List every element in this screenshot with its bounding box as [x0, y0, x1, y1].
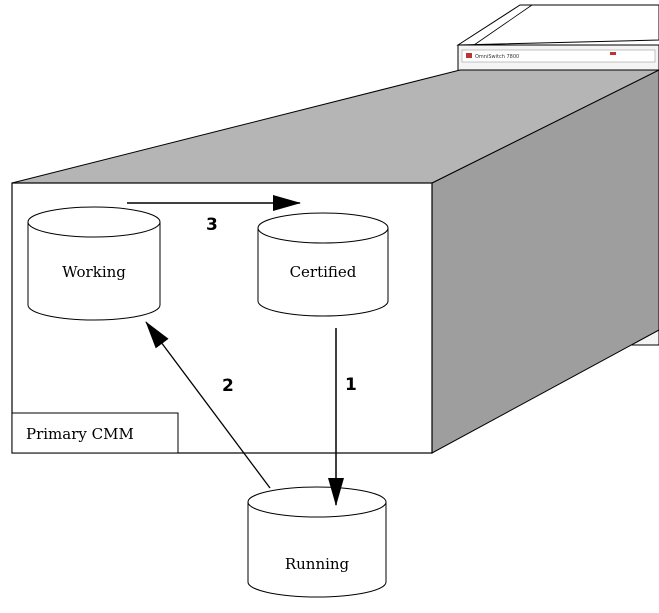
running-database-icon: Running: [247, 486, 387, 598]
arrow-step-2: [145, 321, 271, 489]
chassis-header: [461, 49, 656, 63]
certified-database-icon: Certified: [257, 212, 389, 317]
step-2-number: 2: [222, 376, 234, 396]
zoom-projection: [11, 69, 659, 454]
primary-cmm-label: Primary CMM: [26, 425, 134, 443]
running-label: Running: [285, 555, 350, 573]
chassis-top: [456, 4, 659, 46]
step-3-number: 3: [206, 215, 218, 235]
working-label: Working: [62, 263, 126, 281]
step-1-number: 1: [345, 375, 357, 395]
primary-cmm-label-box: [11, 412, 179, 454]
certified-label: Certified: [290, 263, 357, 281]
working-database-icon: Working: [27, 206, 161, 321]
chassis-label: OmniSwitch 7800: [475, 54, 519, 60]
